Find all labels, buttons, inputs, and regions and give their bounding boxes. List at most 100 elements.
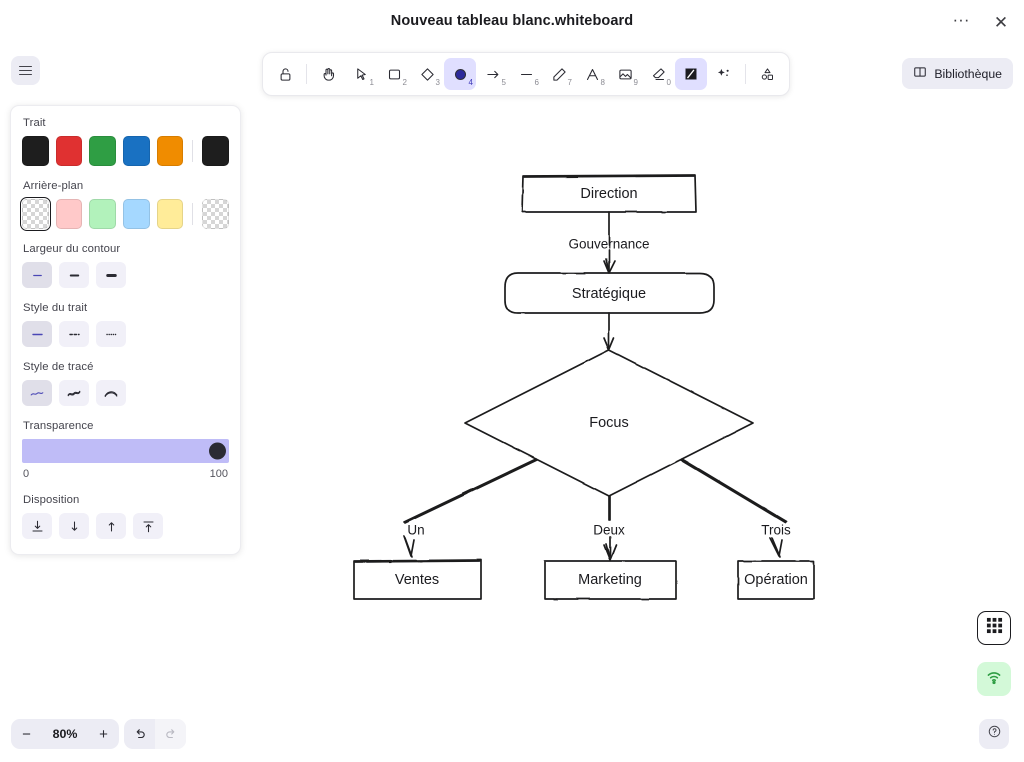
edge-label-un: Un xyxy=(407,522,425,538)
sloppiness-architect[interactable] xyxy=(22,380,52,406)
bg-swatch-green[interactable] xyxy=(89,199,117,229)
stroke-style-solid[interactable] xyxy=(22,321,52,347)
shortcut-1: 1 xyxy=(369,78,374,87)
stroke-swatch-green[interactable] xyxy=(89,136,117,166)
node-strategique-shape xyxy=(504,272,715,314)
stroke-width-label: Largeur du contour xyxy=(23,243,121,255)
sloppiness-artist[interactable] xyxy=(59,380,89,406)
bg-swatch-blue[interactable] xyxy=(123,199,150,229)
stroke-swatch-orange[interactable] xyxy=(156,136,184,166)
node-label-direction: Direction xyxy=(580,186,638,202)
stroke-swatch-red[interactable] xyxy=(55,136,83,166)
opacity-max: 100 xyxy=(209,468,228,480)
opacity-slider-wrap: 0 100 xyxy=(22,439,229,480)
stroke-width-extra-bold[interactable] xyxy=(96,262,126,288)
ellipse-tool-button[interactable]: 4 xyxy=(444,58,476,90)
shortcut-7: 7 xyxy=(567,78,572,87)
selection-tool-button[interactable]: 1 xyxy=(345,58,377,90)
history-controls xyxy=(124,719,186,749)
bring-forward-button[interactable] xyxy=(96,513,126,539)
zoom-in-button[interactable]: + xyxy=(99,725,108,743)
opacity-min: 0 xyxy=(23,468,30,480)
stroke-style-dotted[interactable] xyxy=(96,321,126,347)
sloppiness-section: Style de tracé xyxy=(22,361,229,406)
stroke-width-bold[interactable] xyxy=(59,262,89,288)
stroke-width-thin[interactable] xyxy=(22,262,52,288)
shortcut-5: 5 xyxy=(501,78,506,87)
stroke-swatch-blue[interactable] xyxy=(123,136,150,166)
edge-label-trois: Trois xyxy=(761,522,791,538)
window-title: Nouveau tableau blanc.whiteboard xyxy=(390,13,634,29)
layers-section: Disposition xyxy=(22,494,229,539)
close-icon[interactable]: ✕ xyxy=(993,13,1009,32)
shortcut-8: 8 xyxy=(600,78,605,87)
node-label-focus: Focus xyxy=(589,415,629,431)
undo-button[interactable] xyxy=(124,719,155,749)
stroke-swatch-black[interactable] xyxy=(22,136,49,166)
node-label-strategique: Stratégique xyxy=(571,286,647,302)
text-tool-button[interactable]: 8 xyxy=(576,58,608,90)
shapes-tool-button[interactable] xyxy=(751,58,783,90)
bg-swatch-transparent[interactable] xyxy=(20,197,51,231)
stroke-current-color[interactable] xyxy=(202,136,229,166)
layers-label: Disposition xyxy=(23,494,80,506)
opacity-label: Transparence xyxy=(23,420,94,432)
bg-swatch-pink[interactable] xyxy=(55,199,83,229)
draw-tool-button[interactable]: 7 xyxy=(543,58,575,90)
arrow-tool-button[interactable]: 5 xyxy=(477,58,509,90)
stroke-label: Trait xyxy=(23,117,46,129)
send-backward-button[interactable] xyxy=(59,513,89,539)
background-section: Arrière-plan xyxy=(20,180,229,231)
stroke-style-options xyxy=(22,321,229,347)
zoom-out-button[interactable]: − xyxy=(22,725,31,743)
background-swatches xyxy=(20,197,229,231)
bg-current-color[interactable] xyxy=(202,199,229,229)
zoom-level[interactable]: 80% xyxy=(52,727,78,741)
line-tool-button[interactable]: 6 xyxy=(510,58,542,90)
stroke-style-section: Style du trait xyxy=(22,302,229,347)
edge-label-deux: Deux xyxy=(593,522,625,538)
edge-focus-operation xyxy=(680,459,787,524)
redo-button[interactable] xyxy=(155,719,186,749)
stroke-style-label: Style du trait xyxy=(23,302,88,314)
menu-icon xyxy=(19,63,32,78)
node-direction-shape xyxy=(521,174,697,213)
grid-toggle-button[interactable] xyxy=(977,611,1011,645)
library-button[interactable]: Bibliothèque xyxy=(902,58,1013,89)
magic-tool-button[interactable] xyxy=(708,58,740,90)
diamond-tool-button[interactable]: 3 xyxy=(411,58,443,90)
more-options-icon[interactable]: ··· xyxy=(952,9,970,29)
node-label-ventes: Ventes xyxy=(394,572,440,588)
lock-tool-button[interactable] xyxy=(269,58,301,90)
shortcut-2: 2 xyxy=(402,78,407,87)
send-to-back-button[interactable] xyxy=(22,513,52,539)
shortcut-6: 6 xyxy=(534,78,539,87)
node-operation-shape xyxy=(737,560,815,600)
hand-tool-button[interactable] xyxy=(312,58,344,90)
opacity-slider[interactable] xyxy=(22,439,229,463)
shortcut-0: 0 xyxy=(666,78,671,87)
help-button[interactable] xyxy=(979,719,1009,749)
background-label: Arrière-plan xyxy=(23,180,84,192)
eraser-tool-button[interactable]: 0 xyxy=(642,58,674,90)
opacity-slider-thumb[interactable] xyxy=(209,442,226,460)
live-collaboration-button[interactable] xyxy=(977,662,1011,696)
library-label: Bibliothèque xyxy=(934,66,1002,81)
node-ventes-shape xyxy=(353,559,482,600)
image-tool-button[interactable]: 9 xyxy=(609,58,641,90)
toolbar-separator-1 xyxy=(306,64,307,84)
frame-tool-button[interactable] xyxy=(675,58,707,90)
opacity-section: Transparence 0 100 xyxy=(22,420,229,480)
rectangle-tool-button[interactable]: 2 xyxy=(378,58,410,90)
stroke-style-dashed[interactable] xyxy=(59,321,89,347)
tools-island: 1 2 3 4 5 6 7 8 xyxy=(262,52,790,96)
node-marketing-shape xyxy=(544,560,677,600)
sloppiness-cartoonist[interactable] xyxy=(96,380,126,406)
menu-button[interactable] xyxy=(11,56,40,85)
bring-to-front-button[interactable] xyxy=(133,513,163,539)
bg-swatch-yellow[interactable] xyxy=(156,199,184,229)
shortcut-9: 9 xyxy=(633,78,638,87)
opacity-scale: 0 100 xyxy=(22,468,229,480)
